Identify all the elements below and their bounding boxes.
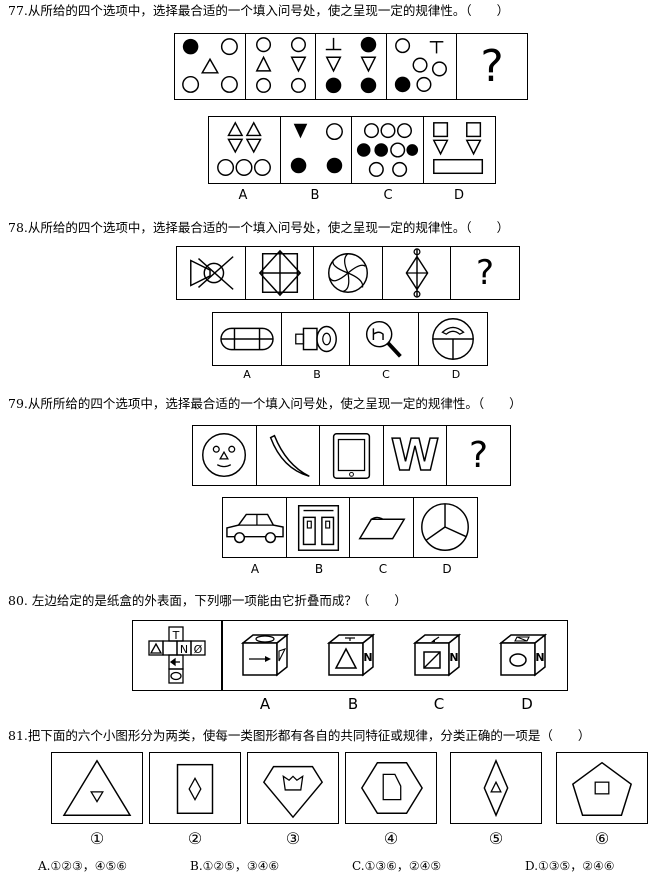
q81-answer-c: C.①③⑥，②④⑤ (352, 859, 442, 873)
net-letter-n: N (180, 643, 188, 656)
q77-figure-3 (315, 33, 387, 100)
q77-options (208, 116, 496, 184)
q79-option-a-figure (222, 497, 287, 558)
question-78-text: 78.从所给的四个选项中，选择最合适的一个填入问号处，使之呈现一定的规律性。（ … (8, 220, 510, 235)
q78-option-c-label: C (382, 368, 390, 381)
q81-number-6: ⑥ (594, 829, 610, 848)
q78-figure-4 (381, 246, 452, 300)
q81-figure-5 (450, 752, 542, 824)
q81-number-4: ④ (383, 829, 399, 848)
q77-option-a-figure (208, 116, 281, 184)
q78-figure-2 (244, 246, 315, 300)
q78-option-b-figure (280, 312, 351, 366)
q78-question-mark: ? (450, 246, 520, 300)
q78-option-d-figure (417, 312, 488, 366)
q77-figure-4 (385, 33, 458, 100)
q79-option-d-label: D (442, 562, 452, 576)
q78-options (212, 312, 488, 366)
q79-option-c-figure (349, 497, 414, 558)
q77-option-d-figure (422, 116, 496, 184)
net-letter-o-slash: Ø (194, 643, 203, 656)
q80-cube-a (241, 633, 290, 677)
q79-question-mark: ? (446, 425, 511, 486)
q80-option-d-label: D (521, 695, 533, 713)
q80-frame: T N Ø N (132, 620, 568, 691)
q77-sequence: ? (174, 33, 528, 100)
q80-box-net: T N Ø (148, 626, 206, 684)
q81-answer-d: D.①③⑤，②④⑥ (525, 859, 615, 873)
q80-divider (221, 621, 223, 690)
question-79-text: 79.从所所给的四个选项中，选择最合适的一个填入问号处，使之呈现一定的规律性。（… (8, 396, 522, 411)
q78-option-b-label: B (313, 368, 321, 381)
q81-answer-b: B.①②⑤，③④⑥ (190, 859, 280, 873)
q79-option-d-figure (412, 497, 478, 558)
question-77-text: 77.从所给的四个选项中，选择最合适的一个填入问号处，使之呈现一定的规律性。（ … (8, 3, 510, 18)
q81-figure-1 (51, 752, 143, 824)
q78-option-d-label: D (451, 368, 461, 381)
q77-option-a-label: A (238, 188, 248, 203)
q77-option-c-label: C (383, 188, 393, 203)
q80-cube-c: N (413, 633, 462, 677)
q79-figure-3-tablet (319, 425, 384, 486)
q79-option-b-figure (285, 497, 351, 558)
q78-option-c-figure (349, 312, 419, 366)
cube-c-letter-n: N (449, 651, 458, 664)
q77-option-b-label: B (310, 188, 320, 203)
q81-answer-a: A.①②③，④⑤⑥ (38, 859, 128, 873)
q79-figure-2-crescent (255, 425, 321, 486)
q78-figure-3 (313, 246, 383, 300)
q81-figure-4 (345, 752, 437, 824)
q81-figure-6 (556, 752, 648, 824)
q81-figure-2 (149, 752, 241, 824)
q81-number-1: ① (89, 829, 105, 848)
q80-option-a-label: A (259, 695, 271, 713)
q81-number-2: ② (187, 829, 203, 848)
q77-option-d-label: D (453, 188, 464, 203)
q77-option-b-figure (279, 116, 353, 184)
cube-d-letter-n: N (535, 651, 544, 664)
q79-options (222, 497, 478, 558)
q78-sequence: ? (176, 246, 520, 300)
q80-option-c-label: C (433, 695, 445, 713)
q78-option-a-figure (212, 312, 282, 366)
q79-option-b-label: B (314, 562, 324, 576)
q81-number-3: ③ (285, 829, 301, 848)
q77-question-mark: ? (456, 33, 528, 100)
net-letter-t: T (172, 629, 180, 642)
question-80-text: 80. 左边给定的是纸盒的外表面，下列哪一项能由它折叠而成？（ ） (8, 593, 407, 608)
q80-option-b-label: B (347, 695, 359, 713)
q79-figure-1-face (192, 425, 257, 486)
q79-option-c-label: C (378, 562, 388, 576)
q78-figure-1 (176, 246, 246, 300)
letter-w: W (390, 429, 440, 482)
q79-sequence: W ? (192, 425, 511, 486)
q77-figure-1 (174, 33, 246, 100)
q80-cube-b: N (327, 633, 376, 677)
q81-number-5: ⑤ (488, 829, 504, 848)
q77-figure-2 (244, 33, 317, 100)
question-81-text: 81.把下面的六个小图形分为两类，使每一类图形都有各自的共同特征或规律，分类正确… (8, 728, 591, 743)
q81-figure-3 (247, 752, 339, 824)
cube-b-letter-n: N (363, 651, 372, 664)
q79-option-a-label: A (250, 562, 260, 576)
q77-option-c-figure (351, 116, 424, 184)
q80-cube-d: N (499, 633, 548, 677)
q79-figure-4-letter: W (382, 425, 448, 486)
q78-option-a-label: A (243, 368, 251, 381)
